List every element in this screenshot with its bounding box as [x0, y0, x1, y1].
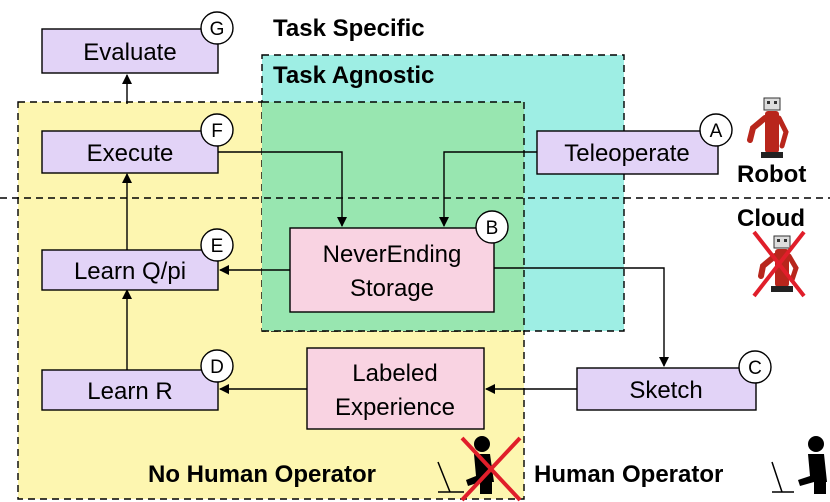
human-operator-label: Human Operator — [534, 461, 723, 488]
storage-label-line2: Storage — [350, 275, 434, 302]
no-human-operator-label: No Human Operator — [148, 461, 376, 488]
execute-label: Execute — [87, 140, 174, 167]
cloud-label: Cloud — [737, 205, 805, 232]
robot-label: Robot — [737, 161, 806, 188]
evaluate-label: Evaluate — [83, 39, 176, 66]
badge-c — [738, 350, 772, 384]
labeled-label-line1: Labeled — [352, 360, 437, 387]
badge-g — [200, 11, 234, 45]
human-operator-icon — [771, 436, 827, 494]
connector-arrows — [122, 74, 669, 394]
badge-d — [200, 349, 234, 383]
badge-e-label: E — [211, 236, 224, 257]
badge-g-label: G — [210, 19, 225, 40]
storage-label-line1: NeverEnding — [323, 241, 462, 268]
evaluate-node: Evaluate G — [41, 11, 234, 74]
task-specific-label: Task Specific — [273, 15, 425, 42]
badge-f — [200, 113, 234, 147]
robot-icon — [747, 97, 789, 158]
labeled-label-line2: Experience — [335, 394, 455, 421]
human-operator-crossed-icon — [437, 436, 522, 502]
teleoperate-node: Teleoperate A — [536, 113, 733, 175]
badge-f-label: F — [211, 121, 223, 142]
learn-r-label: Learn R — [87, 378, 172, 405]
task-agnostic-label: Task Agnostic — [273, 62, 434, 89]
storage-node: NeverEnding Storage B — [289, 210, 509, 313]
badge-b-label: B — [486, 218, 499, 239]
badge-a — [699, 113, 733, 147]
badge-e — [200, 228, 234, 262]
badge-b — [475, 210, 509, 244]
labeled-experience-node: Labeled Experience — [306, 347, 485, 430]
sketch-label: Sketch — [629, 377, 702, 404]
badge-c-label: C — [748, 358, 762, 379]
badge-d-label: D — [210, 357, 224, 378]
learn-r-node: Learn R D — [41, 349, 234, 411]
sketch-node: Sketch C — [576, 350, 772, 411]
execute-node: Execute F — [41, 113, 234, 174]
teleoperate-label: Teleoperate — [564, 140, 689, 167]
learn-q-label: Learn Q/pi — [74, 258, 186, 285]
learn-q-node: Learn Q/pi E — [41, 228, 234, 291]
robot-crossed-icon — [752, 230, 806, 298]
badge-a-label: A — [710, 121, 723, 142]
